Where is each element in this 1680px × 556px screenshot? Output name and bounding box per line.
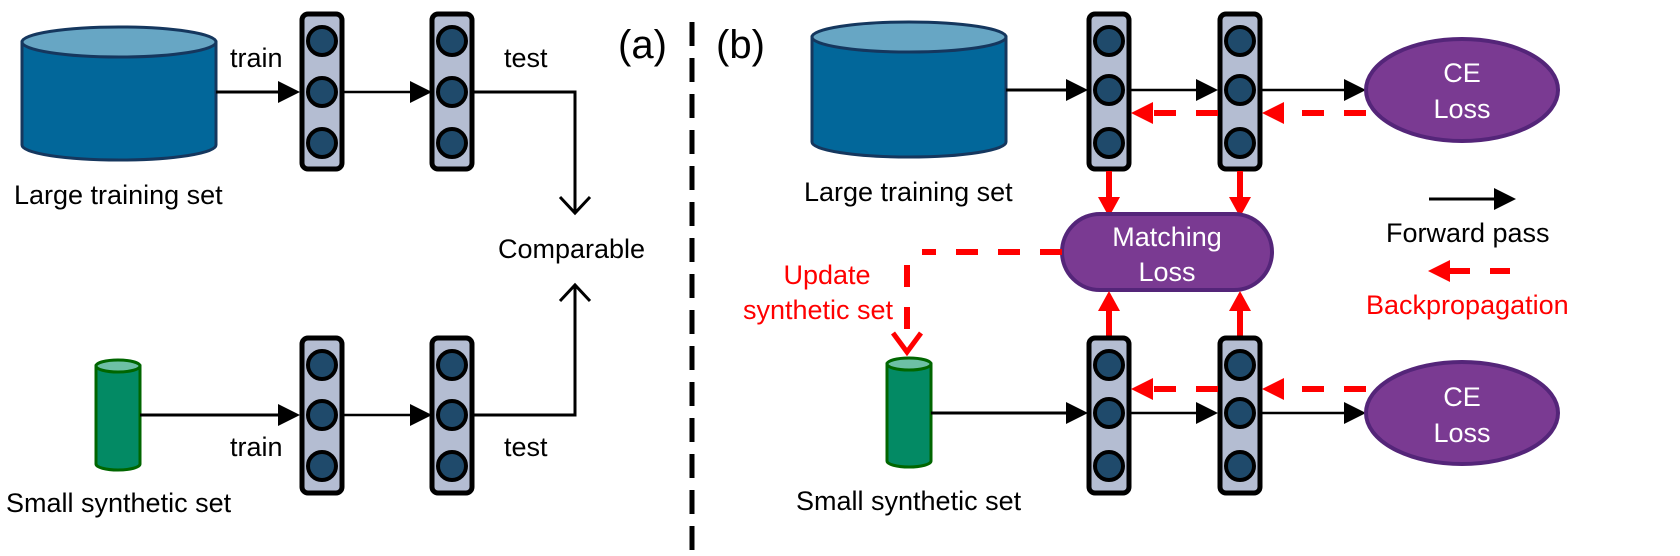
- ce-loss-bottom-line2: Loss: [1433, 418, 1490, 448]
- backprop-arrow: [1131, 378, 1218, 400]
- network-layer-icon: [1217, 335, 1263, 496]
- network-layer-icon: [1086, 335, 1132, 496]
- comparable-label: Comparable: [498, 234, 645, 264]
- large-training-set-cylinder-icon: [810, 20, 1008, 159]
- forward-arrow: [140, 404, 300, 426]
- forward-arrow: [1006, 79, 1088, 101]
- forward-arrow: [216, 81, 300, 103]
- forward-arrow: [342, 404, 432, 426]
- forward-arrow: [931, 402, 1088, 424]
- backprop-arrow-down: [1229, 171, 1251, 217]
- backprop-legend-arrow-icon: [1428, 260, 1516, 282]
- update-label-line1: Update: [783, 260, 870, 290]
- panel-a-label: (a): [618, 23, 667, 67]
- large-training-set-label-b: Large training set: [804, 177, 1013, 207]
- network-layer-icon: [429, 11, 475, 172]
- small-synthetic-set-cylinder-icon: [94, 358, 142, 472]
- small-synthetic-set-cylinder-icon: [885, 356, 933, 469]
- ce-loss-top-line2: Loss: [1433, 94, 1490, 124]
- forward-arrow: [1260, 402, 1366, 424]
- backprop-arrow-up: [1098, 291, 1120, 338]
- ce-loss-bottom-line1: CE: [1443, 382, 1481, 412]
- network-layer-icon: [299, 11, 345, 172]
- network-layer-icon: [1217, 11, 1263, 172]
- panel-b: (b) Large training set: [716, 11, 1569, 516]
- test-arrow-up: [472, 282, 592, 417]
- update-label-line2: synthetic set: [743, 295, 894, 325]
- forward-pass-legend-label: Forward pass: [1386, 218, 1550, 248]
- panel-a: Large training set train test: [6, 11, 667, 518]
- network-layer-icon: [429, 335, 475, 496]
- forward-arrow: [1129, 402, 1218, 424]
- small-synthetic-set-label: Small synthetic set: [6, 488, 232, 518]
- legend: Forward pass Backpropagation: [1366, 188, 1569, 320]
- large-training-set-label: Large training set: [14, 180, 223, 210]
- backprop-arrow: [1131, 102, 1218, 124]
- ce-loss-bottom-node: CE Loss: [1364, 360, 1560, 466]
- backprop-arrow-up: [1229, 291, 1251, 338]
- forward-pass-legend-arrow-icon: [1429, 188, 1516, 210]
- ce-loss-top-node: CE Loss: [1364, 37, 1560, 143]
- test-label-top: test: [504, 43, 548, 73]
- backprop-arrow-down: [1098, 171, 1120, 217]
- small-synthetic-set-label-b: Small synthetic set: [796, 486, 1022, 516]
- network-layer-icon: [299, 335, 345, 496]
- large-training-set-cylinder-icon: [20, 25, 218, 162]
- ce-loss-top-line1: CE: [1443, 58, 1481, 88]
- backprop-legend-label: Backpropagation: [1366, 290, 1569, 320]
- update-synthetic-arrow: [890, 249, 1062, 357]
- train-label-top: train: [230, 43, 283, 73]
- network-layer-icon: [1086, 11, 1132, 172]
- forward-arrow: [1260, 79, 1366, 101]
- matching-loss-node: Matching Loss: [1060, 212, 1274, 292]
- test-arrow-down: [472, 90, 592, 216]
- train-label-bottom: train: [230, 432, 283, 462]
- panel-b-label: (b): [716, 23, 765, 67]
- test-label-bottom: test: [504, 432, 548, 462]
- backprop-arrow: [1262, 378, 1366, 400]
- matching-loss-line2: Loss: [1138, 257, 1195, 287]
- forward-arrow: [1129, 79, 1218, 101]
- matching-loss-line1: Matching: [1112, 222, 1222, 252]
- forward-arrow: [342, 81, 432, 103]
- backprop-arrow: [1262, 102, 1366, 124]
